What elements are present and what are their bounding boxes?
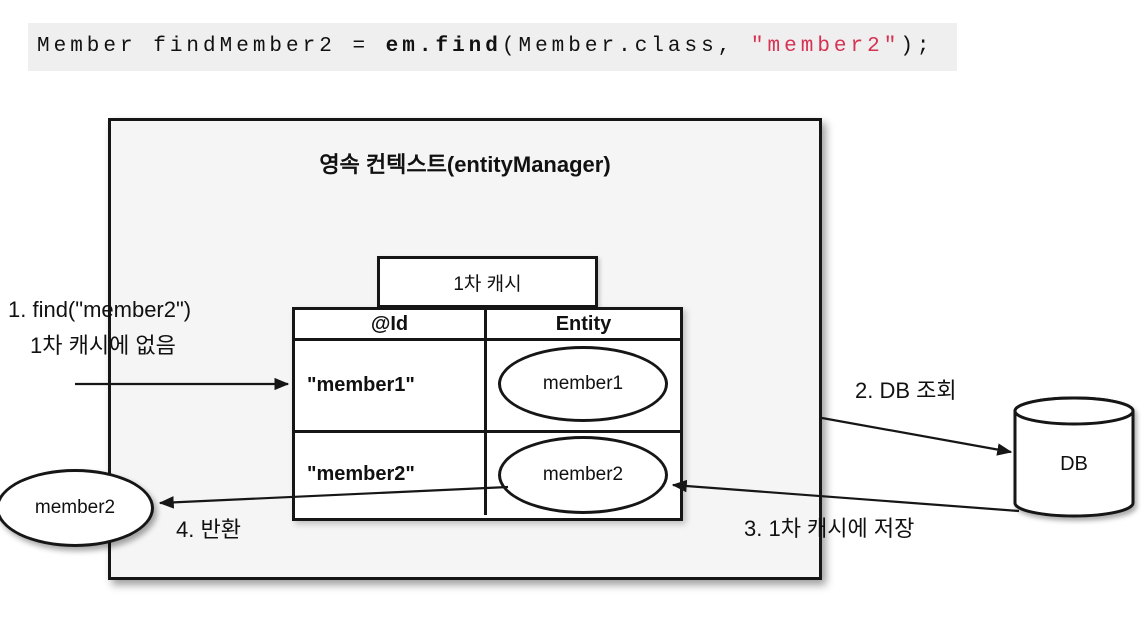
step1-label-line1: 1. find("member2") (8, 297, 192, 322)
entity-ellipse-member2: member2 (498, 436, 668, 514)
returned-entity-ellipse: member2 (0, 469, 154, 547)
code-text-declaration: Member findMember2 = (37, 35, 386, 58)
code-string-literal: "member2" (750, 35, 901, 58)
step1-label-line2: 1차 캐시에 없음 (30, 333, 176, 358)
db-label: DB (1060, 453, 1088, 475)
entity-ellipse-member1-label: member1 (542, 373, 624, 394)
table-row-member1: "member1" (295, 341, 680, 433)
step3-label: 3. 1차 캐시에 저장 (744, 516, 915, 541)
returned-entity-label: member2 (34, 497, 116, 518)
entity-ellipse-member2-label: member2 (542, 464, 624, 485)
db-cylinder-icon (1013, 396, 1135, 518)
id-cell-member2: "member2" (295, 433, 487, 515)
code-snippet: Member findMember2 = em.find(Member.clas… (28, 23, 957, 71)
column-header-entity: Entity (555, 312, 612, 335)
first-level-cache-box: 1차 캐시 (377, 256, 598, 308)
first-level-cache-label: 1차 캐시 (453, 273, 522, 295)
table-row-member2: "member2" (295, 433, 680, 515)
persistence-context-title: 영속 컨텍스트(entityManager) (319, 152, 611, 177)
id-cell-member1: "member1" (295, 341, 487, 430)
column-header-id: @Id (295, 310, 487, 338)
cache-table-header-row: @Id Entity (295, 310, 680, 341)
step2-label: 2. DB 조회 (855, 378, 957, 403)
entity-ellipse-member1: member1 (498, 346, 668, 422)
step4-label: 4. 반환 (176, 517, 241, 542)
code-text-args: (Member.class, (501, 35, 751, 58)
code-method-em-find: em.find (385, 35, 502, 58)
code-text-end: ); (900, 35, 934, 58)
arrow-step2-db-query (821, 416, 1013, 456)
